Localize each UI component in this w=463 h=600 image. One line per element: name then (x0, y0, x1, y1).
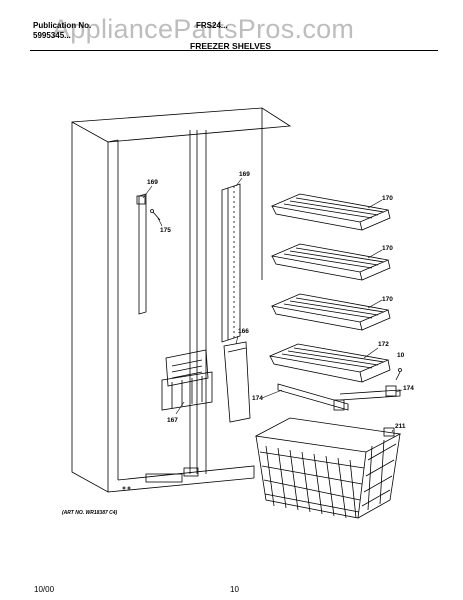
footer-page-number: 10 (230, 585, 239, 594)
header-rule (30, 50, 438, 51)
callout-211: 211 (395, 423, 406, 430)
basket-slide-rails (277, 368, 402, 411)
callout-174-right: 174 (403, 385, 414, 392)
watermark: AppliancePartsPros.com (52, 14, 355, 44)
right-shelf-rail (221, 183, 241, 343)
callout-170-second: 170 (382, 245, 393, 252)
vent-cover (223, 341, 251, 423)
callout-170-third: 170 (382, 296, 393, 303)
callout-170-top: 170 (382, 195, 393, 202)
shelf-1 (270, 193, 391, 231)
publication-number: 5995345... (33, 31, 71, 40)
freezer-cabinet (71, 107, 292, 493)
model-number: FRS24... (196, 21, 228, 30)
section-title: FREEZER SHELVES (190, 41, 272, 51)
footer-date: 10/00 (34, 585, 55, 594)
callout-169-right: 169 (239, 171, 250, 178)
callout-167: 167 (167, 417, 178, 424)
art-number: (ART NO. WR18387 C4) (62, 510, 118, 516)
publication-label: Publication No. (33, 21, 92, 30)
callout-174-left: 174 (252, 395, 263, 402)
screw (150, 209, 161, 221)
shelf-2 (270, 243, 391, 281)
wire-basket (254, 417, 402, 519)
callout-169-left: 169 (147, 179, 158, 186)
shelf-4 (268, 343, 391, 383)
left-shelf-rail (136, 193, 147, 315)
callout-175: 175 (160, 227, 171, 234)
callout-leaders (142, 177, 403, 433)
air-damper-assembly (161, 349, 213, 411)
callout-172: 172 (378, 341, 389, 348)
shelf-3 (270, 293, 391, 331)
callout-10: 10 (397, 352, 405, 359)
callout-166: 166 (238, 328, 249, 335)
